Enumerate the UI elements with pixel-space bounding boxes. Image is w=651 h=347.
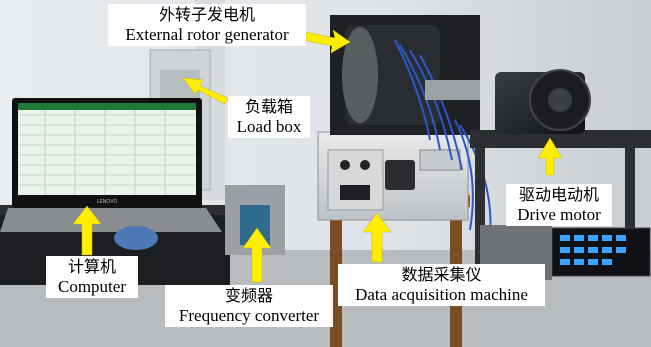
arrow-generator (302, 29, 351, 54)
motor-platform (470, 130, 651, 148)
arrow-frequency-converter (242, 227, 272, 283)
label-load-box-en: Load box (236, 117, 302, 136)
label-load-box: 负载箱 Load box (228, 96, 310, 138)
label-computer: 计算机 Computer (46, 256, 138, 298)
laptop-screen (18, 103, 196, 195)
daq-front-panel (327, 149, 384, 211)
label-daq-zh: 数据采集仪 (401, 265, 482, 284)
label-generator: 外转子发电机 External rotor generator (108, 4, 306, 46)
arrow-drive-motor (537, 137, 563, 176)
generator-rotor (342, 27, 378, 123)
laptop-brand: LENOVO (97, 199, 118, 205)
spreadsheet (18, 110, 196, 195)
label-frequency-converter-en: Frequency converter (178, 306, 320, 325)
arrow-computer (72, 205, 102, 256)
daq-fan (385, 160, 415, 190)
label-daq-en: Data acquisition machine (355, 285, 528, 304)
shaft (425, 80, 480, 100)
label-computer-zh: 计算机 (67, 257, 116, 276)
mouse (114, 226, 158, 250)
arrow-load-box (182, 77, 229, 105)
label-generator-zh: 外转子发电机 (158, 5, 255, 24)
label-daq: 数据采集仪 Data acquisition machine (338, 264, 545, 306)
label-frequency-converter: 变频器 Frequency converter (165, 285, 333, 327)
label-drive-motor: 驱动电动机 Drive motor (506, 184, 612, 226)
label-load-box-zh: 负载箱 (244, 97, 293, 116)
label-computer-en: Computer (58, 277, 126, 296)
arrow-daq (362, 212, 392, 263)
label-frequency-converter-zh: 变频器 (224, 286, 273, 305)
label-generator-en: External rotor generator (125, 25, 289, 44)
label-drive-motor-zh: 驱动电动机 (518, 185, 599, 204)
label-drive-motor-en: Drive motor (517, 205, 601, 224)
laptop-keyboard (0, 208, 222, 232)
